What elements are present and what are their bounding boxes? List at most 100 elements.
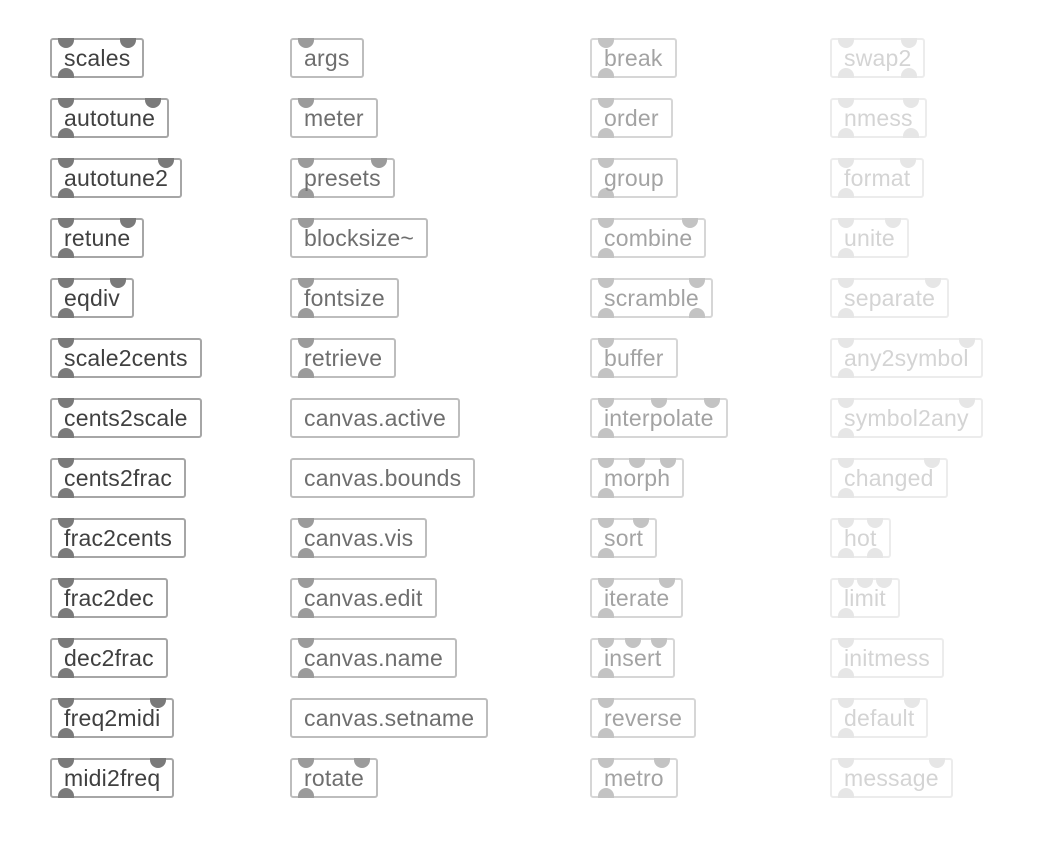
outlet-port[interactable] xyxy=(838,128,854,138)
object-box[interactable]: combine xyxy=(590,218,707,258)
object-box[interactable]: reverse xyxy=(590,698,697,738)
inlet-port[interactable] xyxy=(598,698,614,708)
inlet-port[interactable] xyxy=(689,278,705,288)
inlet-port[interactable] xyxy=(58,218,74,228)
object-box[interactable]: canvas.bounds xyxy=(290,458,476,498)
outlet-port[interactable] xyxy=(838,188,854,198)
inlet-port[interactable] xyxy=(120,218,136,228)
inlet-port[interactable] xyxy=(901,38,917,48)
outlet-port[interactable] xyxy=(58,788,74,798)
inlet-port[interactable] xyxy=(58,398,74,408)
inlet-port[interactable] xyxy=(150,698,166,708)
inlet-port[interactable] xyxy=(298,578,314,588)
object-box[interactable]: order xyxy=(590,98,673,138)
object-box[interactable]: interpolate xyxy=(590,398,728,438)
outlet-port[interactable] xyxy=(838,668,854,678)
inlet-port[interactable] xyxy=(651,398,667,408)
outlet-port[interactable] xyxy=(58,68,74,78)
outlet-port[interactable] xyxy=(598,488,614,498)
inlet-port[interactable] xyxy=(58,338,74,348)
object-box[interactable]: canvas.vis xyxy=(290,518,428,558)
outlet-port[interactable] xyxy=(598,788,614,798)
object-box[interactable]: default xyxy=(830,698,929,738)
object-box[interactable]: unite xyxy=(830,218,909,258)
inlet-port[interactable] xyxy=(838,518,854,528)
object-box[interactable]: insert xyxy=(590,638,676,678)
inlet-port[interactable] xyxy=(838,218,854,228)
object-box[interactable]: scale2cents xyxy=(50,338,202,378)
object-box[interactable]: cents2frac xyxy=(50,458,187,498)
outlet-port[interactable] xyxy=(838,608,854,618)
inlet-port[interactable] xyxy=(598,98,614,108)
inlet-port[interactable] xyxy=(838,638,854,648)
outlet-port[interactable] xyxy=(58,488,74,498)
outlet-port[interactable] xyxy=(58,608,74,618)
object-box[interactable]: group xyxy=(590,158,678,198)
inlet-port[interactable] xyxy=(660,458,676,468)
object-box[interactable]: symbol2any xyxy=(830,398,983,438)
inlet-port[interactable] xyxy=(58,698,74,708)
object-box[interactable]: presets xyxy=(290,158,395,198)
outlet-port[interactable] xyxy=(867,548,883,558)
inlet-port[interactable] xyxy=(959,398,975,408)
inlet-port[interactable] xyxy=(298,758,314,768)
object-box[interactable]: cents2scale xyxy=(50,398,202,438)
inlet-port[interactable] xyxy=(120,38,136,48)
inlet-port[interactable] xyxy=(298,338,314,348)
object-box[interactable]: args xyxy=(290,38,364,78)
outlet-port[interactable] xyxy=(838,728,854,738)
outlet-port[interactable] xyxy=(58,428,74,438)
object-box[interactable]: iterate xyxy=(590,578,684,618)
inlet-port[interactable] xyxy=(58,758,74,768)
object-box[interactable]: eqdiv xyxy=(50,278,134,318)
outlet-port[interactable] xyxy=(58,248,74,258)
inlet-port[interactable] xyxy=(598,398,614,408)
object-box[interactable]: nmess xyxy=(830,98,927,138)
outlet-port[interactable] xyxy=(598,68,614,78)
object-box[interactable]: changed xyxy=(830,458,948,498)
inlet-port[interactable] xyxy=(838,158,854,168)
inlet-port[interactable] xyxy=(838,338,854,348)
outlet-port[interactable] xyxy=(58,668,74,678)
object-box[interactable]: format xyxy=(830,158,925,198)
object-box[interactable]: canvas.active xyxy=(290,398,460,438)
object-box[interactable]: hot xyxy=(830,518,891,558)
inlet-port[interactable] xyxy=(838,578,854,588)
inlet-port[interactable] xyxy=(838,458,854,468)
inlet-port[interactable] xyxy=(651,638,667,648)
outlet-port[interactable] xyxy=(58,368,74,378)
inlet-port[interactable] xyxy=(354,758,370,768)
inlet-port[interactable] xyxy=(904,698,920,708)
outlet-port[interactable] xyxy=(298,548,314,558)
inlet-port[interactable] xyxy=(598,338,614,348)
outlet-port[interactable] xyxy=(598,128,614,138)
object-box[interactable]: canvas.edit xyxy=(290,578,437,618)
inlet-port[interactable] xyxy=(58,98,74,108)
object-box[interactable]: dec2frac xyxy=(50,638,168,678)
inlet-port[interactable] xyxy=(371,158,387,168)
inlet-port[interactable] xyxy=(838,758,854,768)
object-box[interactable]: initmess xyxy=(830,638,944,678)
inlet-port[interactable] xyxy=(298,278,314,288)
outlet-port[interactable] xyxy=(298,188,314,198)
outlet-port[interactable] xyxy=(298,608,314,618)
object-box[interactable]: freq2midi xyxy=(50,698,175,738)
outlet-port[interactable] xyxy=(838,308,854,318)
inlet-port[interactable] xyxy=(857,578,873,588)
inlet-port[interactable] xyxy=(598,638,614,648)
object-box[interactable]: message xyxy=(830,758,953,798)
object-box[interactable]: scales xyxy=(50,38,145,78)
outlet-port[interactable] xyxy=(298,668,314,678)
object-box[interactable]: sort xyxy=(590,518,658,558)
outlet-port[interactable] xyxy=(598,668,614,678)
outlet-port[interactable] xyxy=(838,548,854,558)
inlet-port[interactable] xyxy=(598,278,614,288)
inlet-port[interactable] xyxy=(110,278,126,288)
inlet-port[interactable] xyxy=(145,98,161,108)
object-box[interactable]: midi2freq xyxy=(50,758,175,798)
object-box[interactable]: retune xyxy=(50,218,145,258)
inlet-port[interactable] xyxy=(929,758,945,768)
inlet-port[interactable] xyxy=(704,398,720,408)
inlet-port[interactable] xyxy=(58,38,74,48)
